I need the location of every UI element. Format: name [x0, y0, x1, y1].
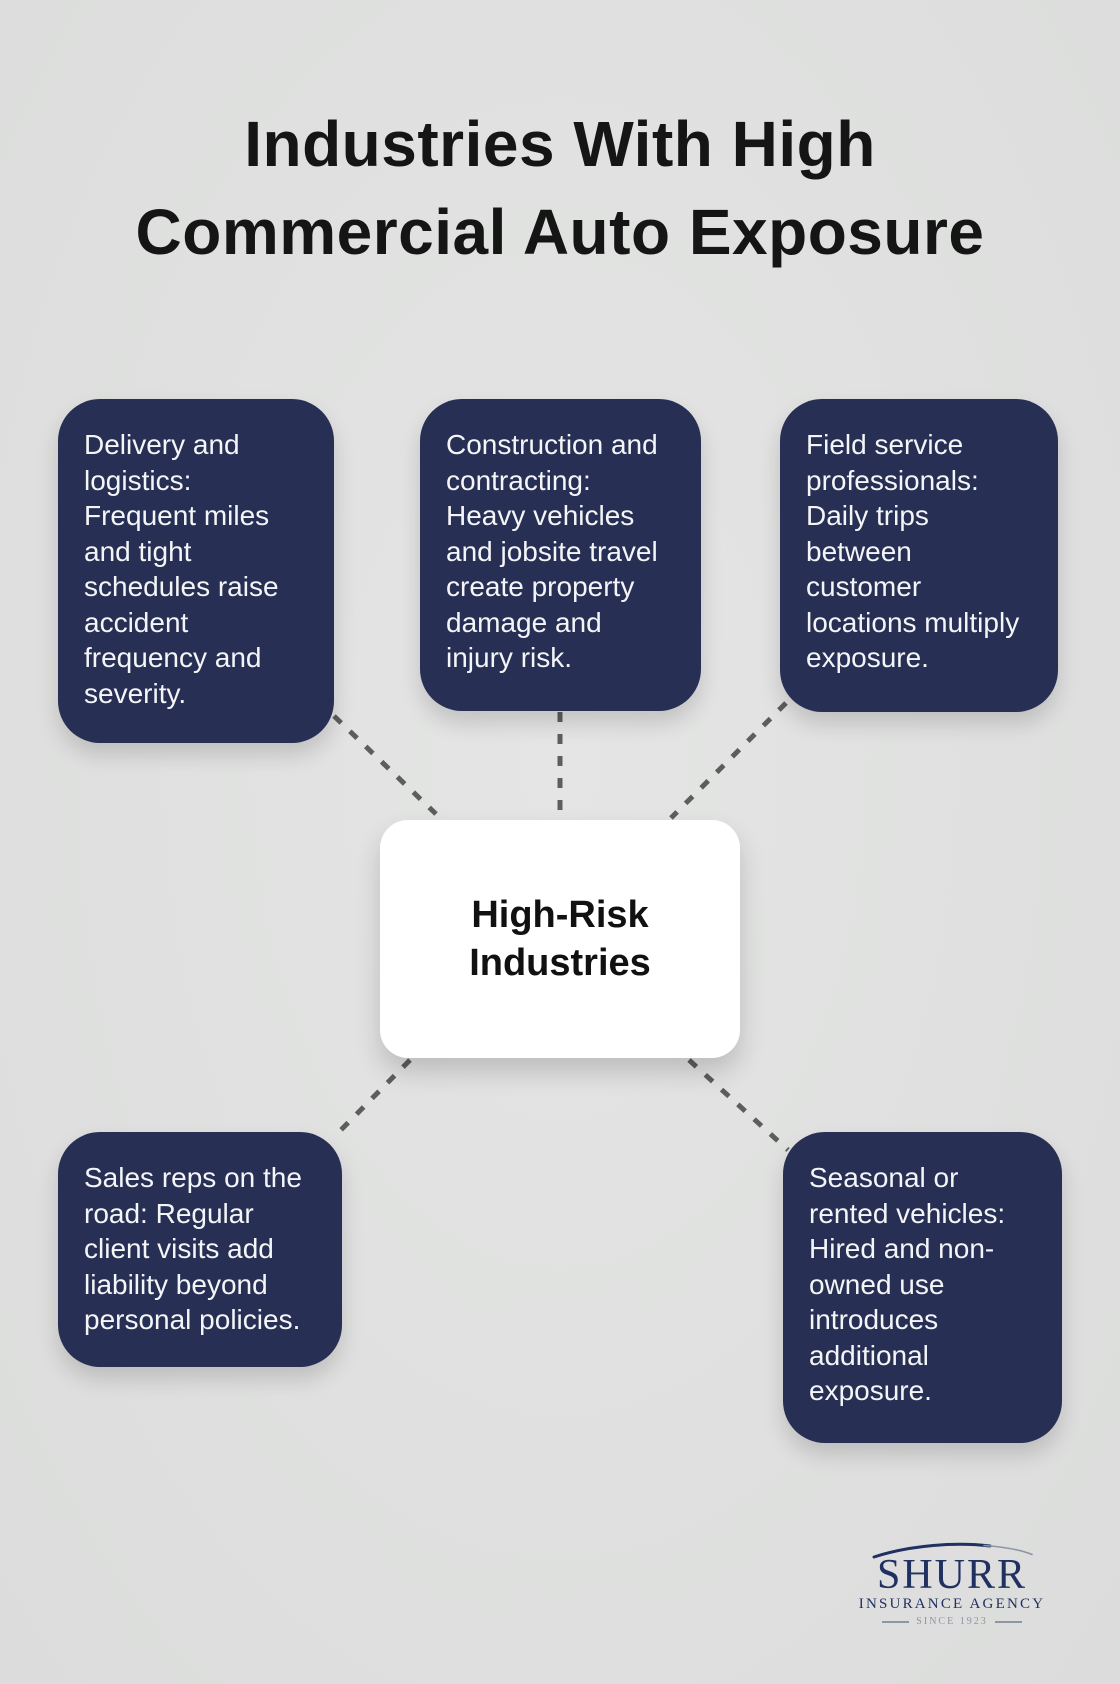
node-sales-reps: Sales reps on the road: Regular client v…	[58, 1132, 342, 1367]
logo-tagline: INSURANCE AGENCY	[858, 1596, 1046, 1612]
logo-since-left-rule	[882, 1620, 910, 1623]
connector-delivery-to-center	[332, 714, 438, 816]
company-logo: SHURR INSURANCE AGENCY SINCE 1923	[859, 1541, 1043, 1627]
logo-swoosh-icon	[872, 1542, 1033, 1559]
logo-since-row: SINCE 1923	[882, 1616, 1022, 1627]
logo-company-name: SHURR	[876, 1552, 1028, 1598]
center-node-high-risk-industries: High-Risk Industries	[380, 820, 740, 1058]
logo-since-right-rule	[994, 1620, 1022, 1623]
connector-center-to-seasonal	[687, 1058, 790, 1152]
node-delivery-logistics: Delivery and logistics: Frequent miles a…	[58, 399, 334, 743]
page-title: Industries With High Commercial Auto Exp…	[135, 108, 985, 268]
node-construction-contracting: Construction and contracting: Heavy vehi…	[420, 399, 701, 711]
node-field-service: Field service professionals: Daily trips…	[780, 399, 1058, 712]
center-node-label: High-Risk Industries	[469, 894, 651, 984]
logo-since-text: SINCE 1923	[916, 1616, 988, 1627]
connector-center-to-salesreps	[331, 1058, 412, 1140]
connector-fieldservice-to-center	[669, 701, 788, 820]
node-seasonal-rented: Seasonal or rented vehicles: Hired and n…	[783, 1132, 1062, 1443]
